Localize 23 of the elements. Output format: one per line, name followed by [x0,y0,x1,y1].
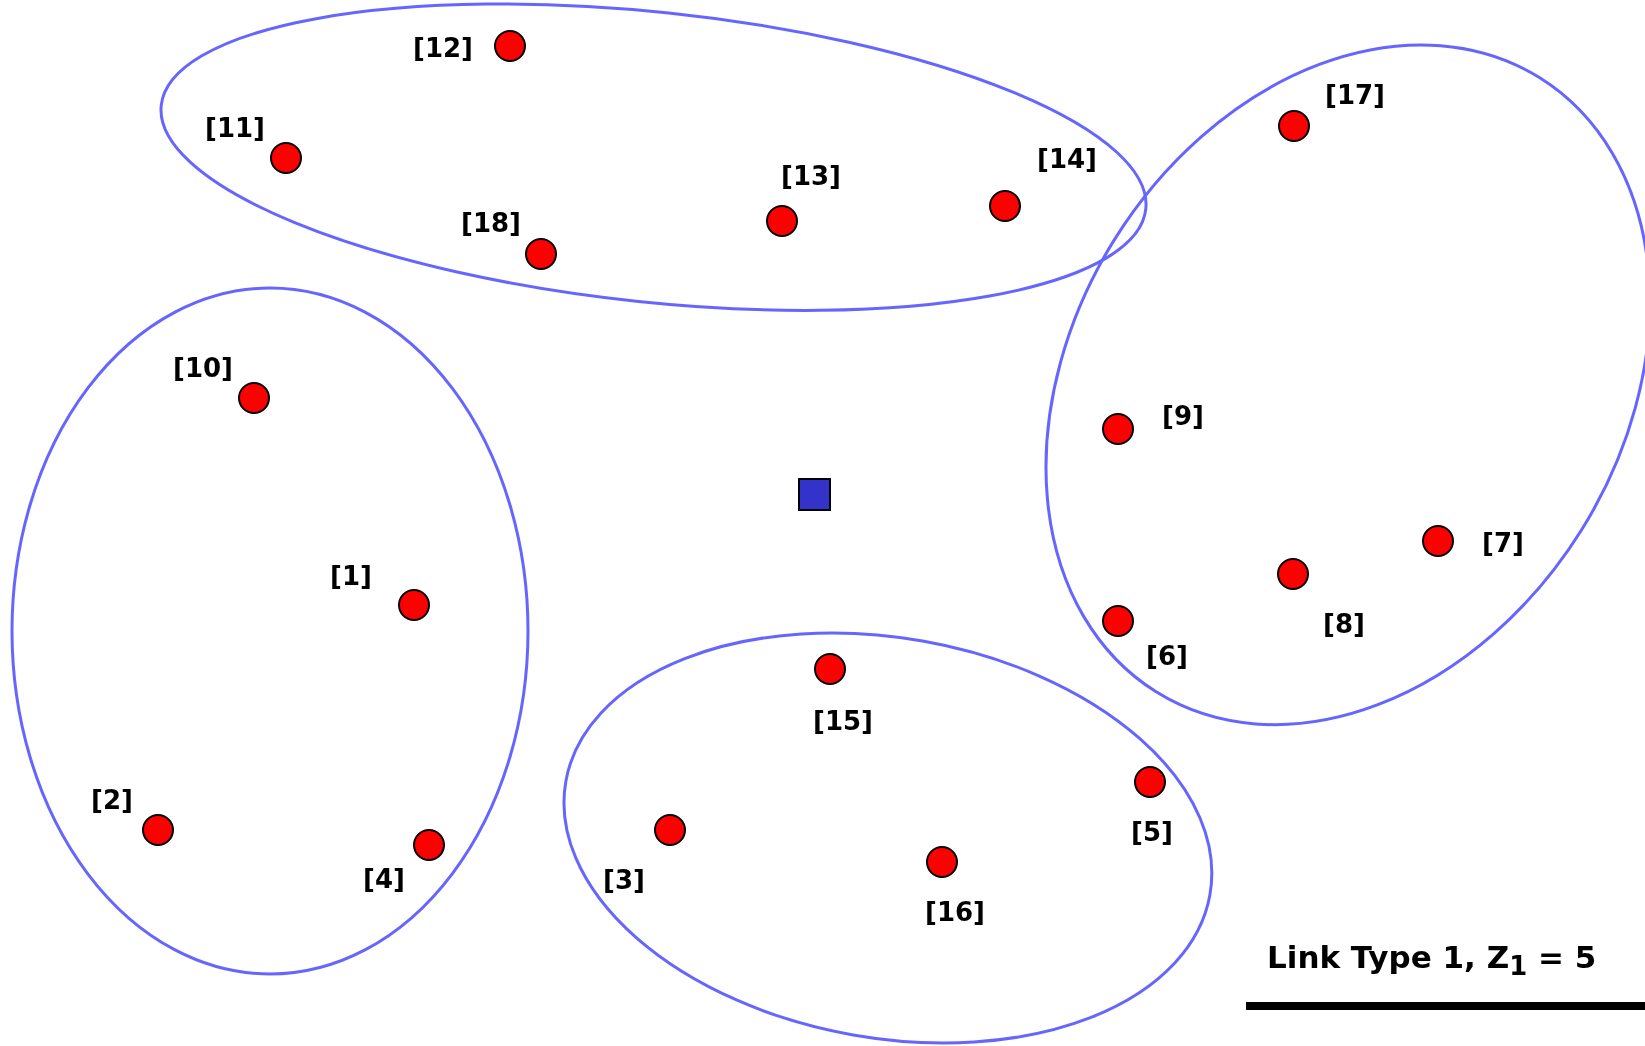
node-number-label: [17] [1325,82,1385,108]
node-number-label: [12] [413,35,473,61]
node-number-label: [5] [1131,819,1173,845]
node-number-label: [16] [925,899,985,925]
node-number-label: [14] [1037,146,1097,172]
node-number-label: [1] [330,563,372,589]
node-number-label: [4] [363,866,405,892]
base-station-square [797,477,831,511]
group-ellipse [9,285,531,977]
group-ellipse [158,0,1150,314]
node-number-label: [3] [603,867,645,893]
node-number-label: [2] [91,787,133,813]
node-number-label: [11] [205,115,265,141]
node-number-label: [9] [1162,403,1204,429]
node-number-label: [8] [1323,611,1365,637]
node-number-label: [18] [461,210,521,236]
node-number-label: [7] [1482,530,1524,556]
node-number-label: [15] [813,708,873,734]
legend-label: Link Type 1, Z$_{1}$ = 5 [1267,940,1597,981]
group-ellipse [561,630,1215,1046]
node-number-label: [13] [781,163,841,189]
node-number-label: [6] [1146,643,1188,669]
node-number-label: [10] [173,355,233,381]
